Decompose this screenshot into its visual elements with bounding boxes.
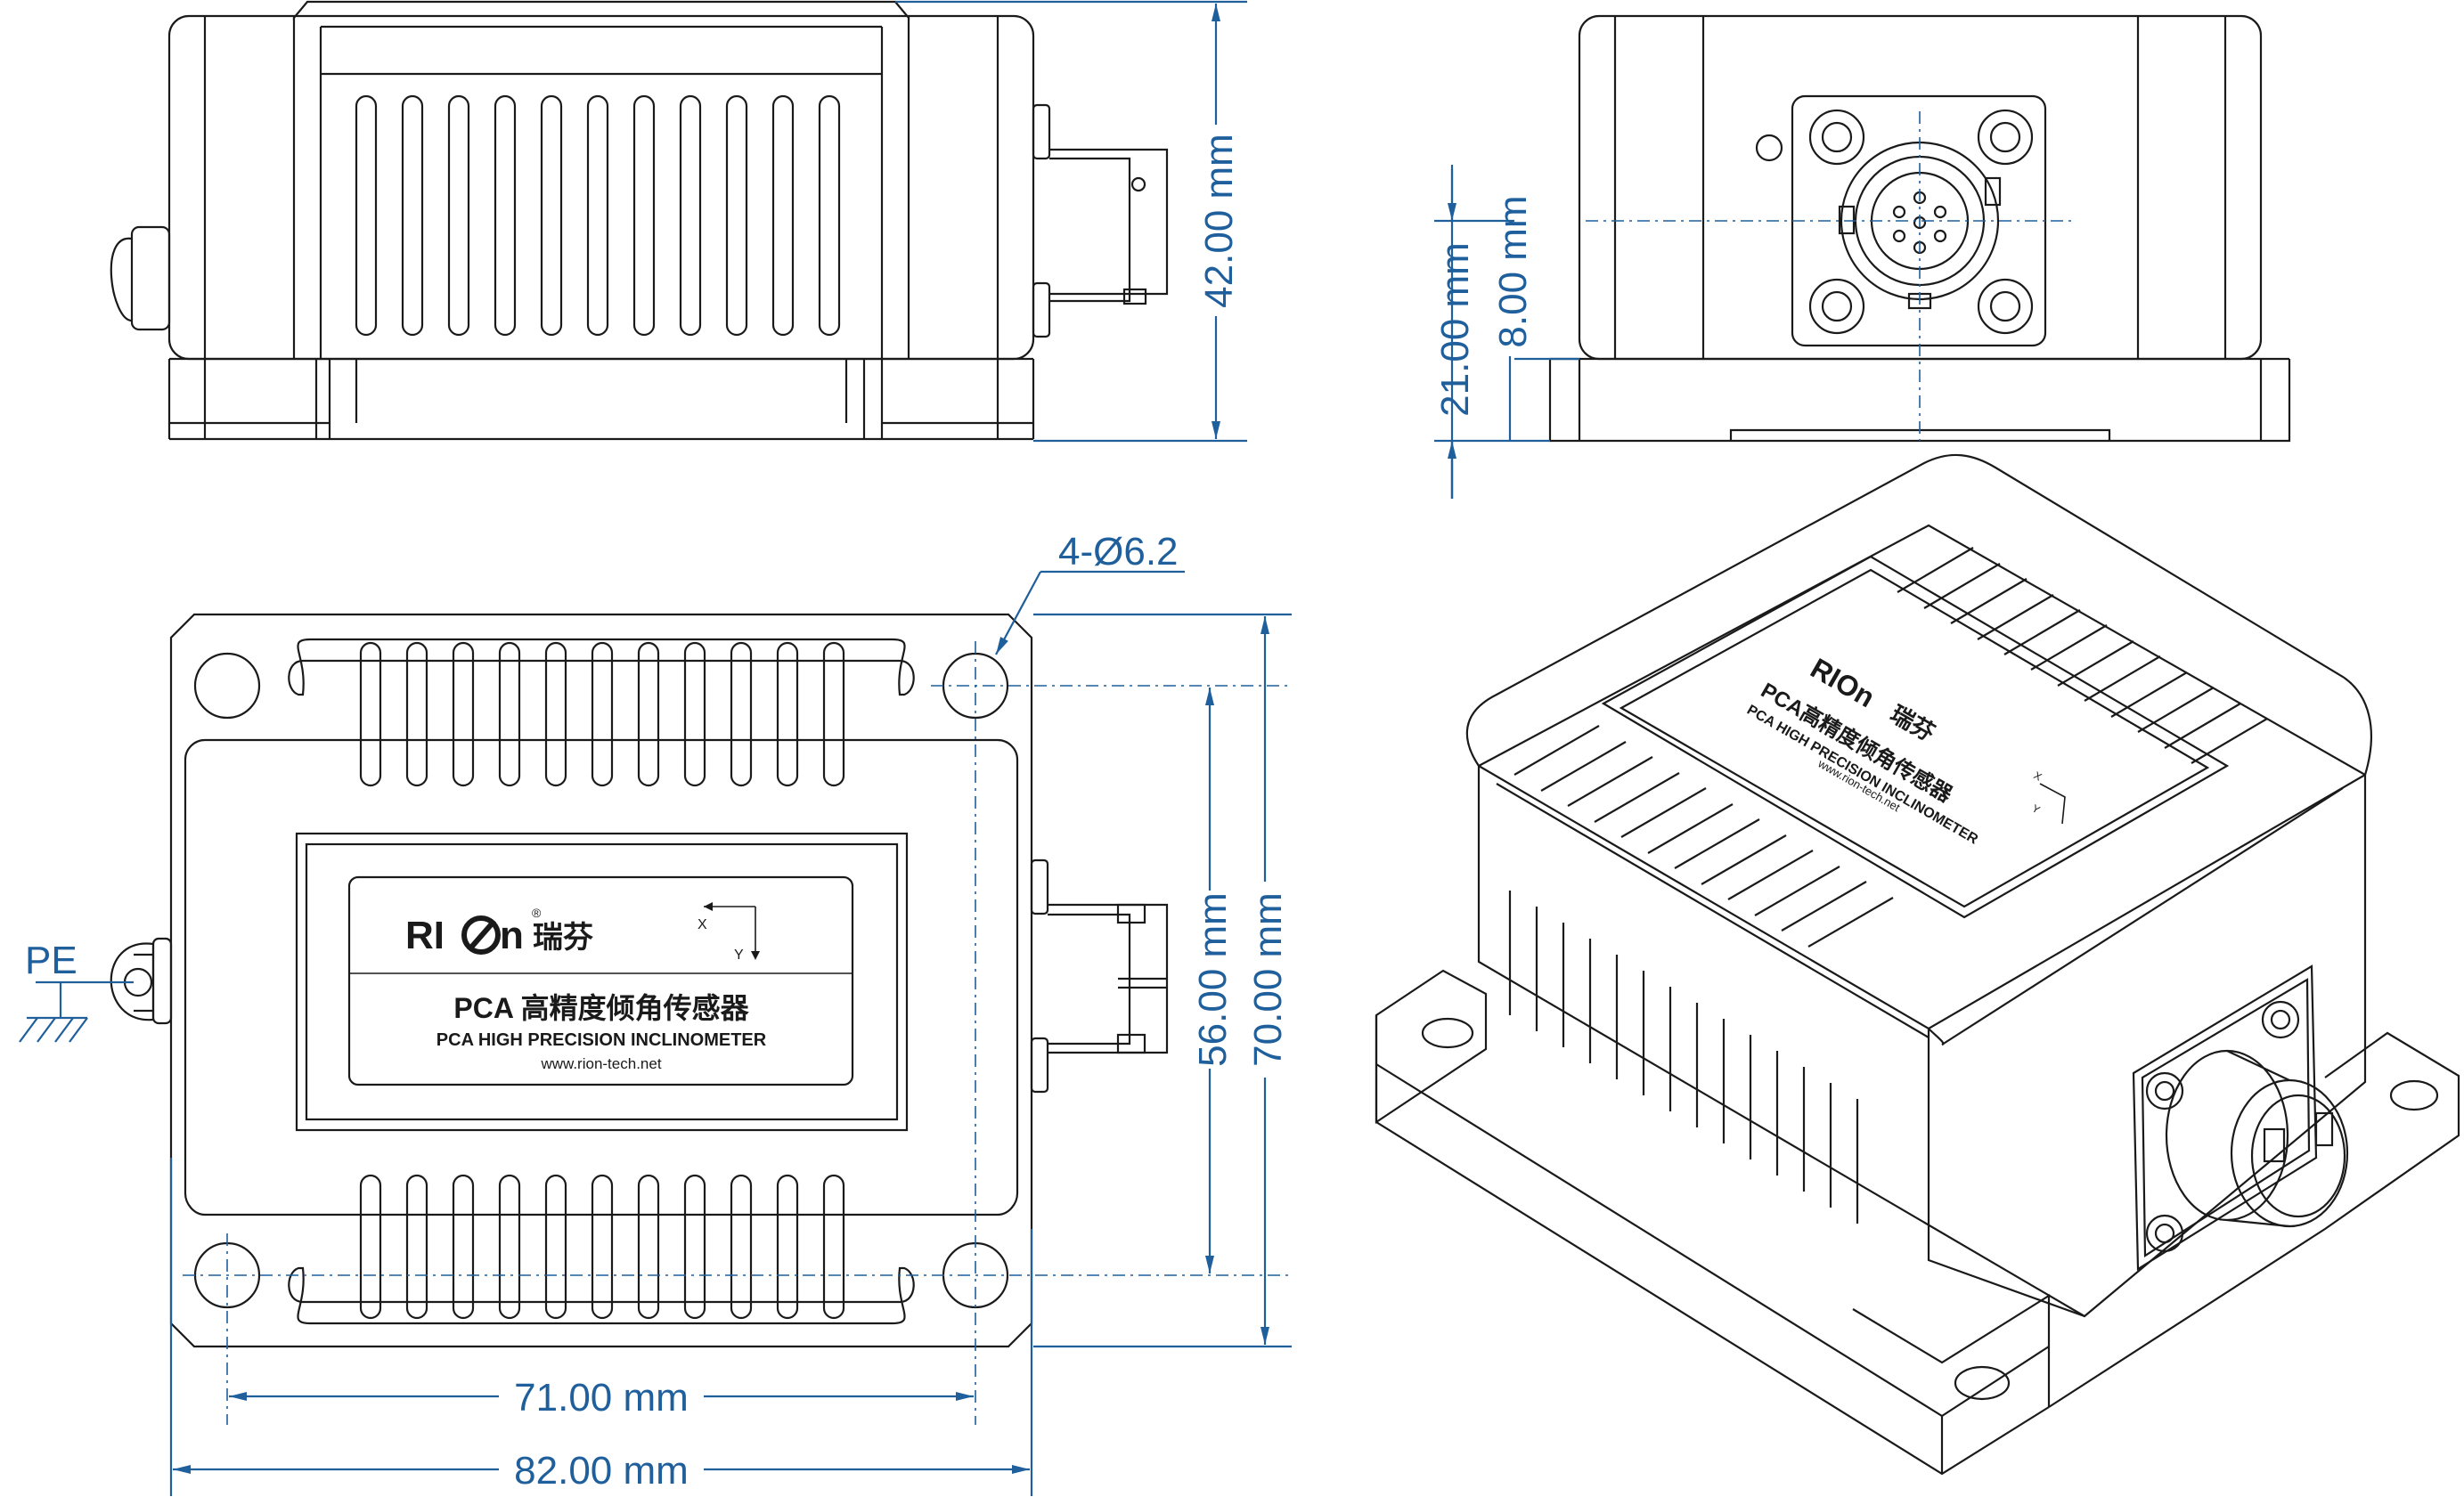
top-view-ribs-upper	[359, 641, 845, 787]
top-view-ribs-lower	[359, 1174, 845, 1320]
svg-text:21.00 mm: 21.00 mm	[1433, 242, 1477, 417]
side-view-ribs	[355, 94, 841, 337]
brand-logo: RI n 瑞芬 ®	[405, 906, 593, 957]
svg-text:n: n	[500, 914, 524, 957]
isometric-view: RIOn 瑞芬 PCA高精度倾角传感器 PCA HIGH PRECISION I…	[1375, 453, 2460, 1476]
svg-text:8.00 mm: 8.00 mm	[1491, 195, 1535, 347]
svg-text:82.00 mm: 82.00 mm	[514, 1449, 689, 1493]
axis-indicator: X Y	[698, 902, 760, 963]
front-connector-screws	[1808, 109, 2034, 335]
top-view: RI n 瑞芬 ® X Y PCA 高精度倾角传感器 PCA HIGH PREC…	[110, 613, 1169, 1348]
label-website: www.rion-tech.net	[540, 1055, 661, 1072]
front-view	[1434, 14, 2291, 443]
svg-text:4-Ø6.2: 4-Ø6.2	[1058, 530, 1179, 574]
dim-hole-spacing-y: 56.00 mm	[1191, 687, 1235, 1273]
svg-text:X: X	[698, 917, 707, 932]
ground-symbol: PE	[19, 939, 134, 1043]
svg-text:®: ®	[532, 906, 542, 920]
label-title: PCA 高精度倾角传感器	[453, 992, 749, 1024]
svg-text:56.00 mm: 56.00 mm	[1191, 892, 1235, 1067]
hole-centerlines	[183, 641, 1292, 1425]
svg-text:瑞芬: 瑞芬	[533, 921, 593, 955]
dim-front: 21.00 mm 8.00 mm	[1433, 165, 1535, 499]
svg-text:70.00 mm: 70.00 mm	[1246, 892, 1290, 1067]
iso-connector	[2132, 964, 2349, 1271]
iso-ribs-side	[1508, 891, 1859, 1224]
svg-text:42.00 mm: 42.00 mm	[1197, 134, 1241, 308]
svg-text:Y: Y	[734, 948, 744, 963]
ground-label: PE	[25, 939, 78, 982]
label-subtitle: PCA HIGH PRECISION INCLINOMETER	[437, 1030, 767, 1050]
dim-body-width: 82.00 mm	[169, 1158, 1033, 1496]
dim-hole-spec: 4-Ø6.2	[995, 530, 1185, 655]
dim-height-side: 42.00 mm	[895, 0, 1247, 443]
svg-text:RI: RI	[405, 914, 445, 957]
dim-hole-spacing-x: 71.00 mm	[229, 1376, 974, 1420]
svg-text:71.00 mm: 71.00 mm	[514, 1376, 689, 1420]
side-view	[110, 0, 1169, 441]
dim-body-length: 70.00 mm	[1033, 613, 1292, 1348]
iso-ribs-top	[1513, 547, 2268, 948]
